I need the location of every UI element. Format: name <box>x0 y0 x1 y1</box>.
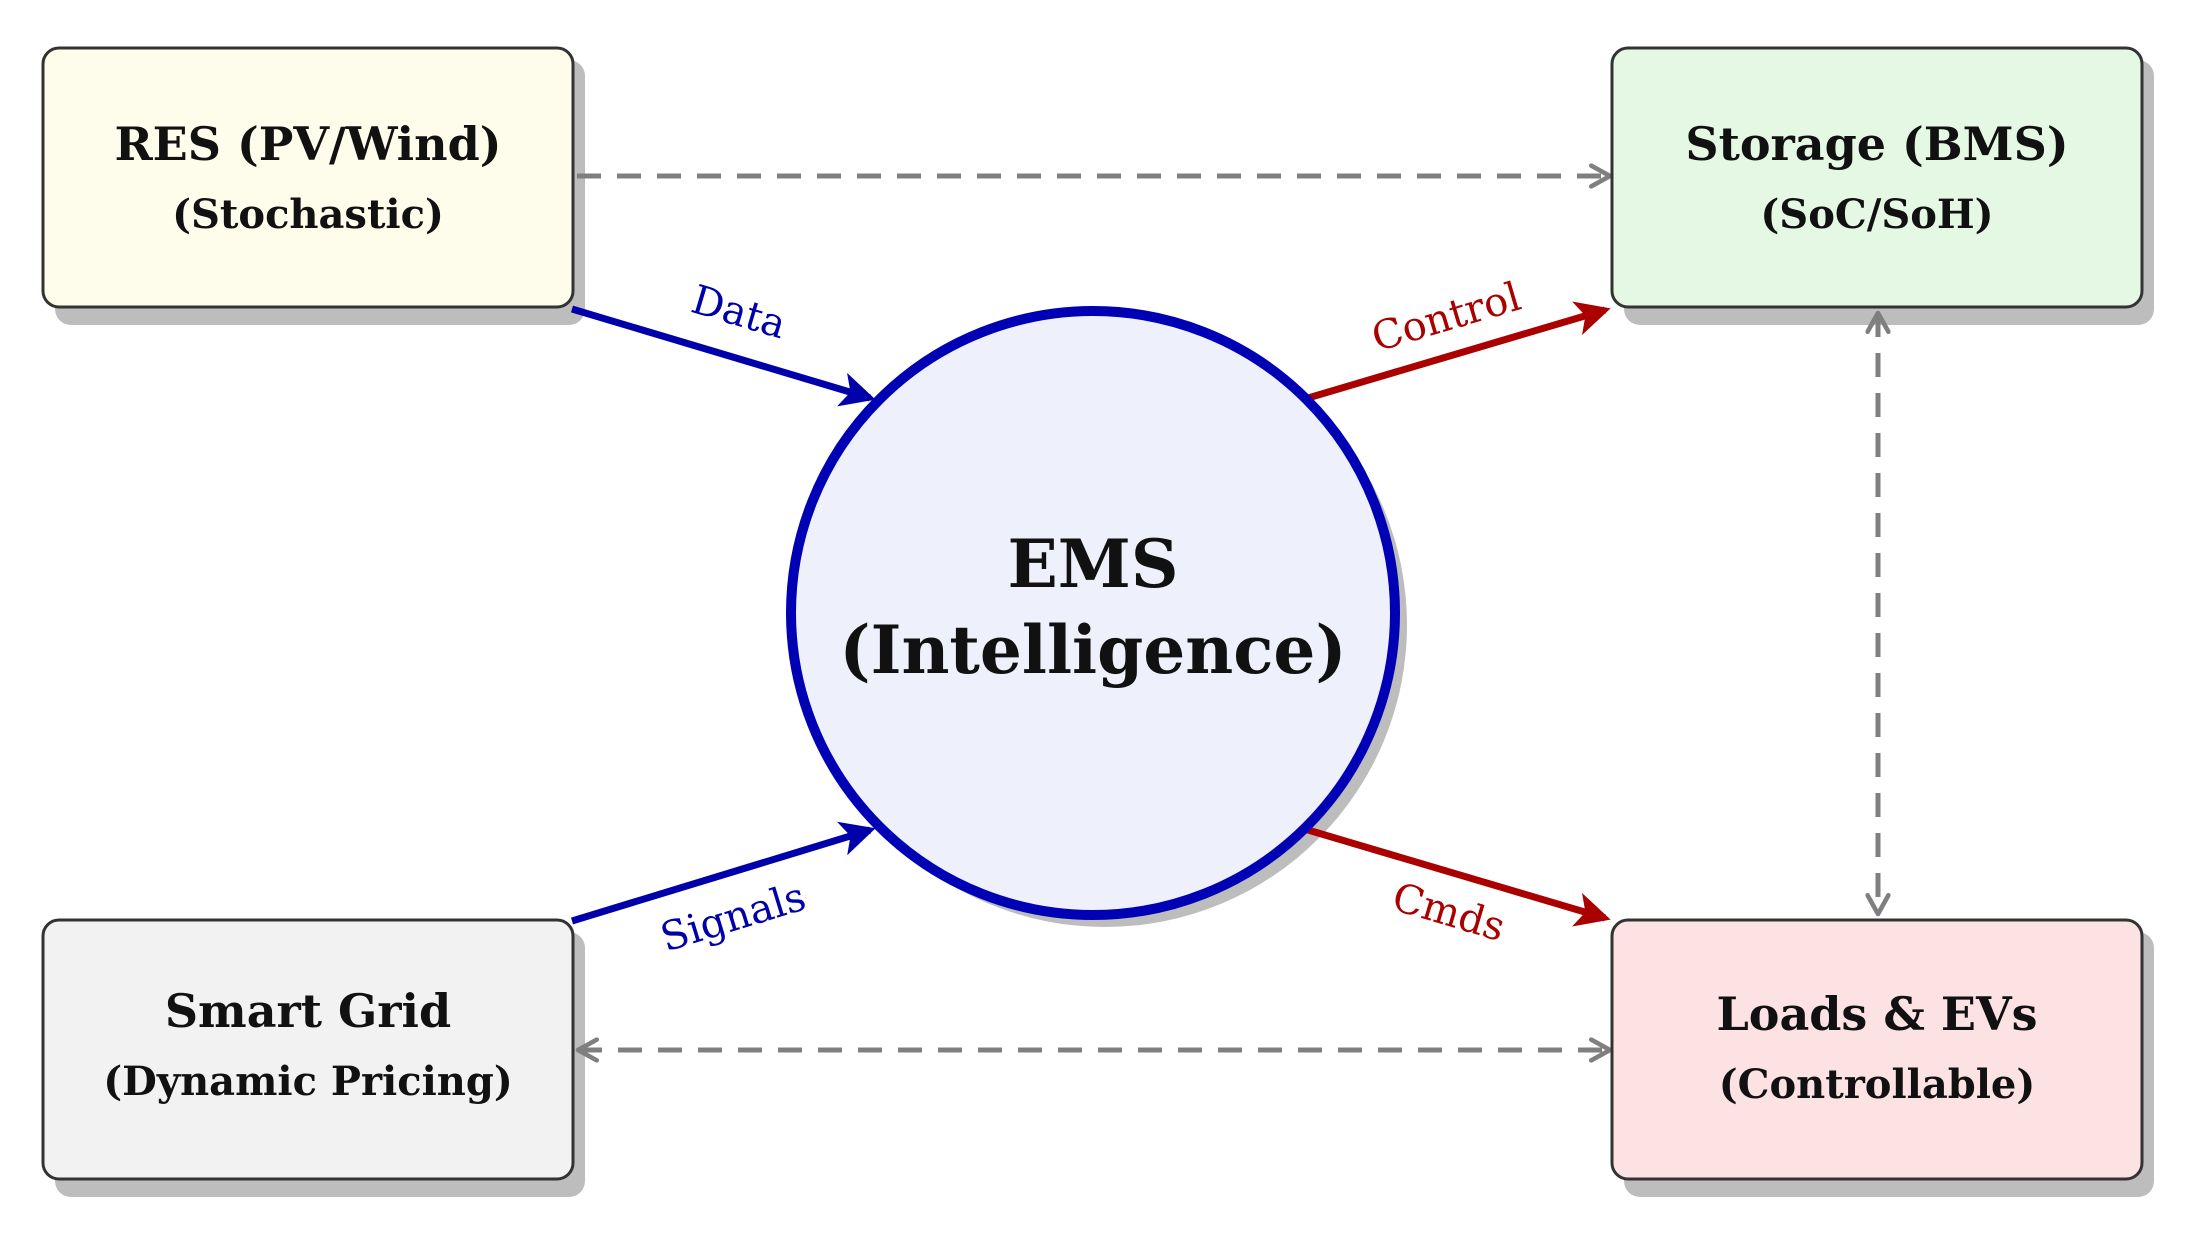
smart-grid-subtitle: (Dynamic Pricing) <box>103 1058 513 1105</box>
loads-subtitle: (Controllable) <box>1719 1061 2036 1108</box>
storage-title: Storage (BMS) <box>1685 117 2068 171</box>
loads-node: Loads & EVs (Controllable) <box>1610 918 2144 1181</box>
cmds-arrow <box>1307 826 1611 927</box>
res-subtitle: (Stochastic) <box>172 191 444 238</box>
signals-arrow <box>570 821 876 925</box>
res-node: RES (PV/Wind) (Stochastic) <box>41 46 575 309</box>
ems-subtitle: (Intelligence) <box>839 611 1346 689</box>
storage-subtitle: (SoC/SoH) <box>1760 191 1993 238</box>
smart-grid-title: Smart Grid <box>165 984 451 1038</box>
solid-arrows <box>570 301 1611 927</box>
ems-node: EMS (Intelligence) <box>786 306 1400 920</box>
control-label: Control <box>1367 274 1526 361</box>
smart-grid-node: Smart Grid (Dynamic Pricing) <box>41 918 575 1181</box>
dashed-connectors <box>577 176 1878 1050</box>
ems-title: EMS <box>1007 525 1178 603</box>
loads-title: Loads & EVs <box>1716 987 2037 1041</box>
res-title: RES (PV/Wind) <box>114 117 501 171</box>
data-label: Data <box>686 277 791 348</box>
data-arrow <box>570 305 876 407</box>
control-arrow <box>1307 301 1611 402</box>
storage-node: Storage (BMS) (SoC/SoH) <box>1610 46 2144 309</box>
